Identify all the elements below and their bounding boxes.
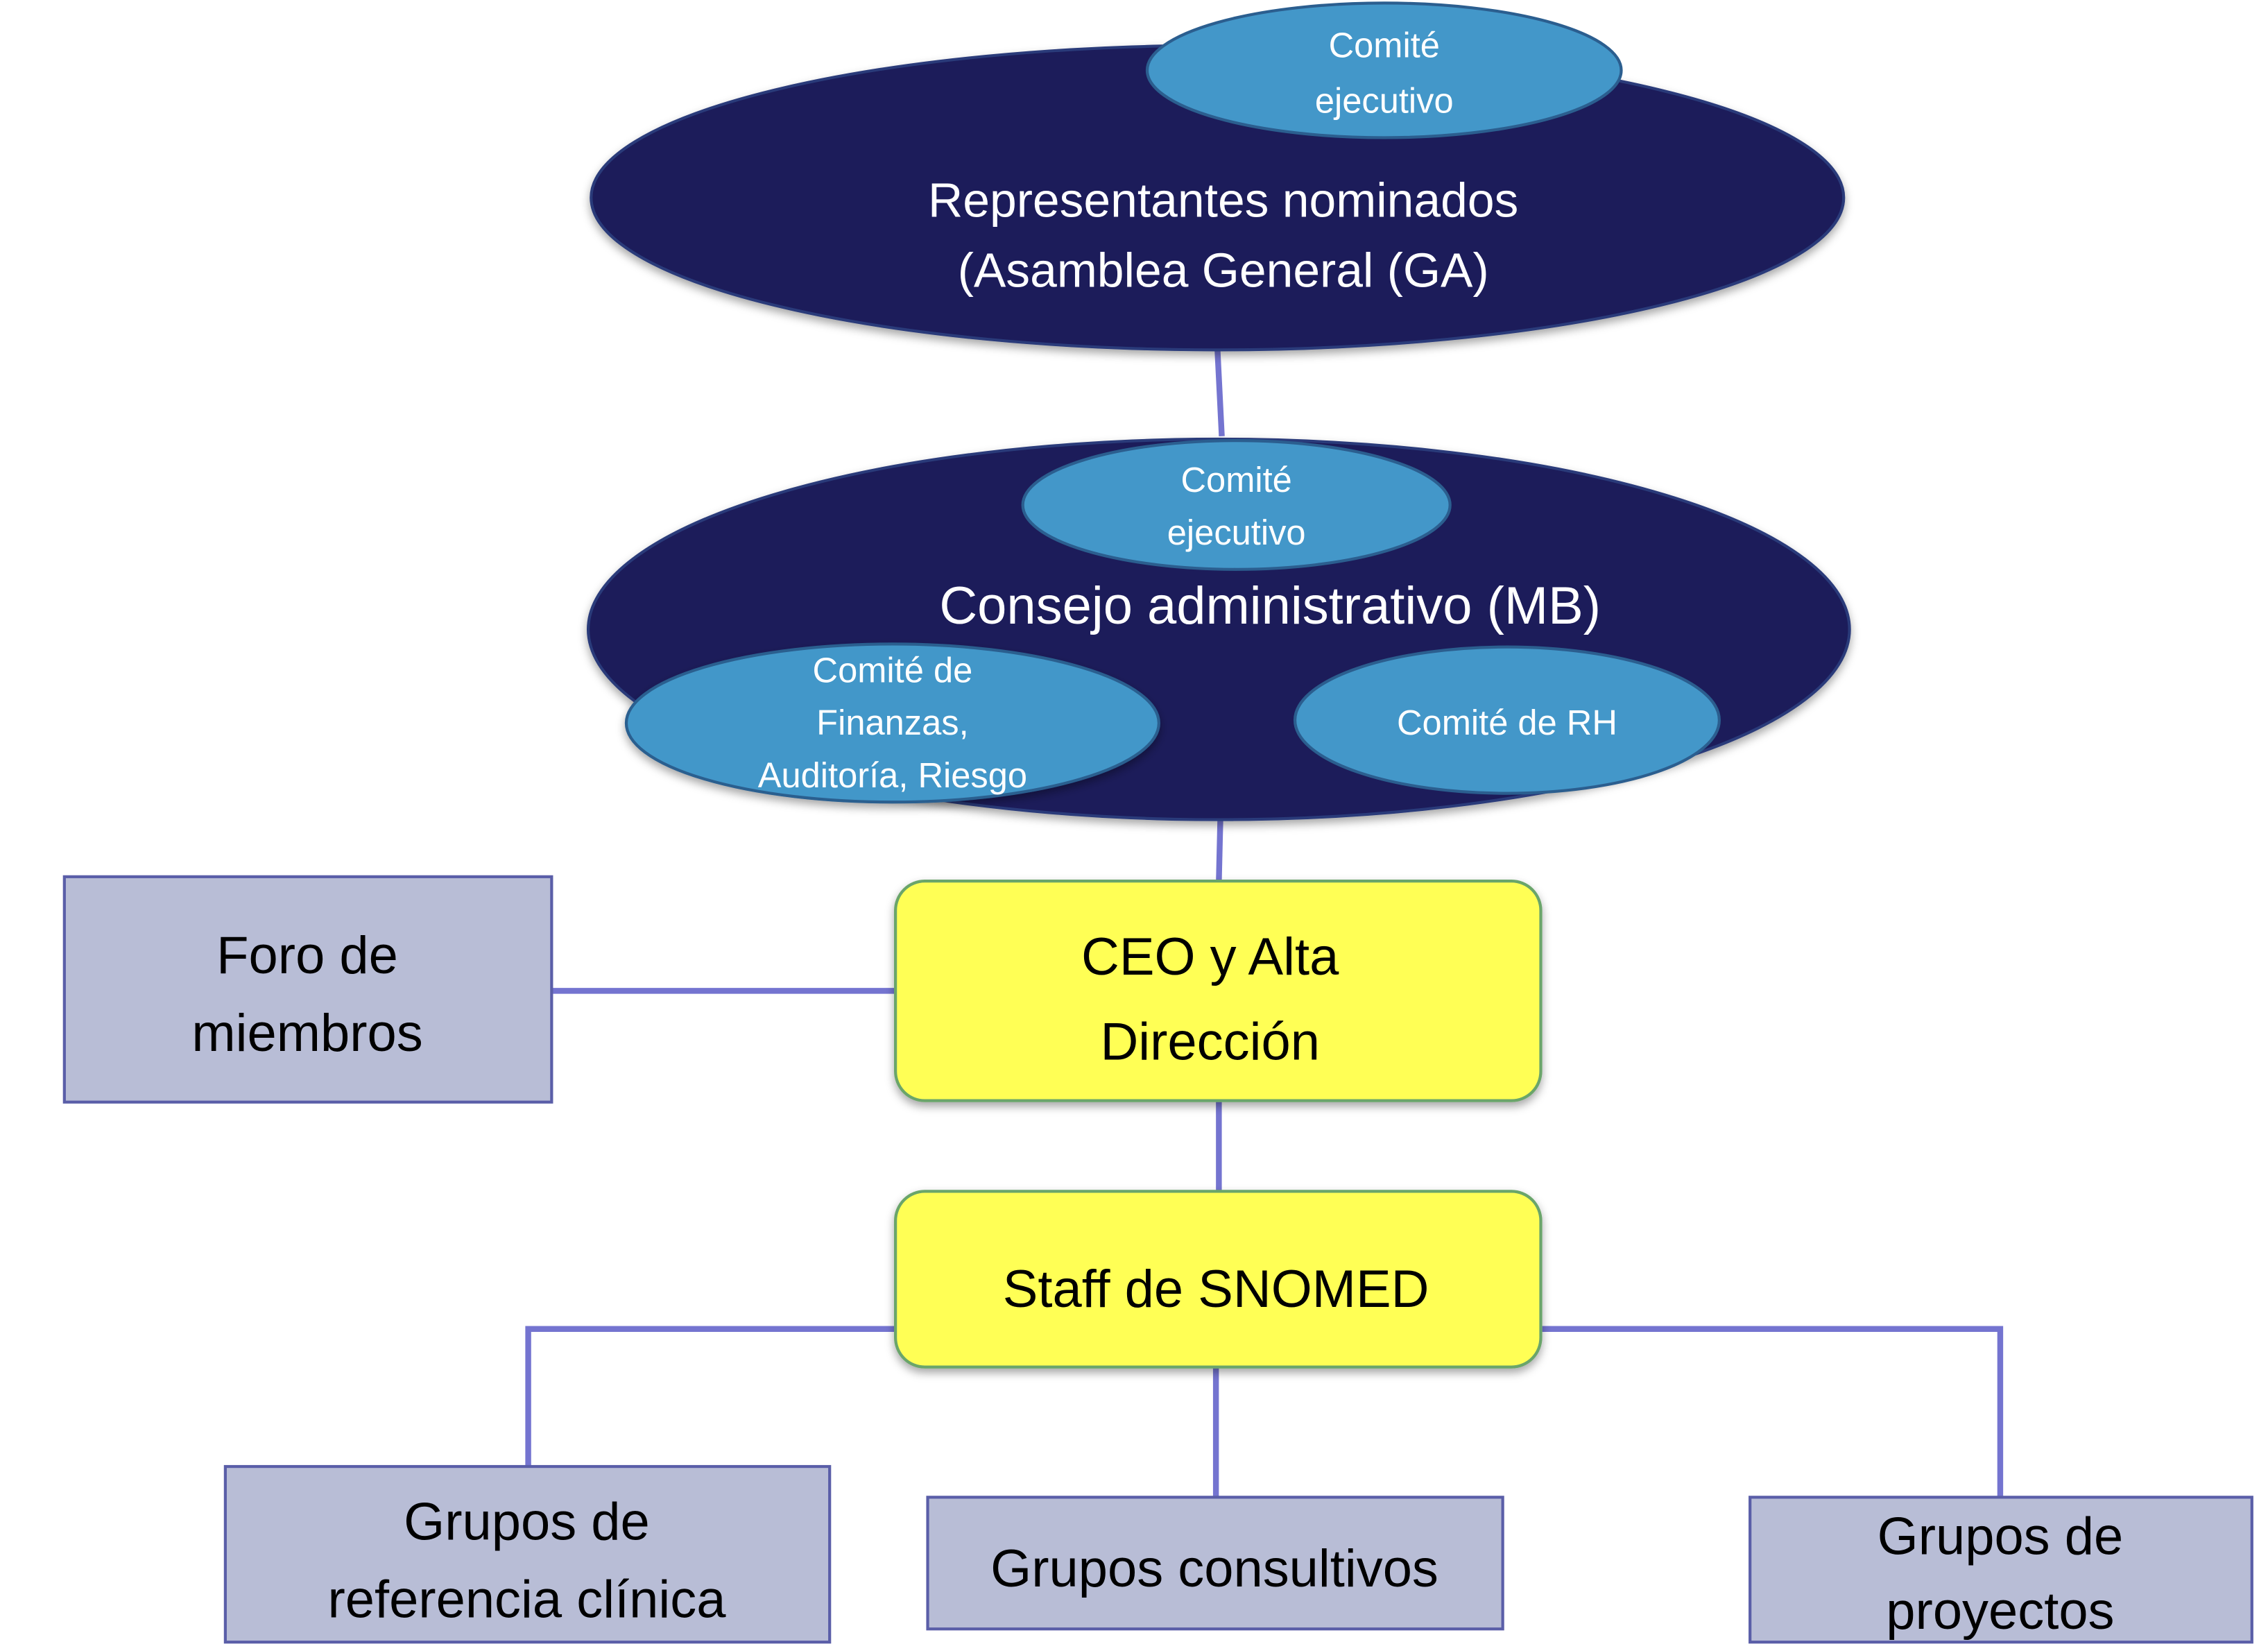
management-board-title: Consejo administrativo (MB) [939, 576, 1601, 635]
ga-exec-committee-line2: ejecutivo [1315, 81, 1454, 121]
finance-committee-node[interactable]: Comité de Finanzas, Auditoría, Riesgo [624, 642, 1160, 804]
project-groups-line2: proyectos [1886, 1582, 2114, 1641]
ga-exec-committee-line1: Comité [1329, 25, 1440, 65]
advisory-groups-label: Grupos consultivos [990, 1539, 1438, 1598]
mb-exec-committee-line2: ejecutivo [1167, 513, 1306, 552]
hr-committee-label: Comité de RH [1397, 703, 1617, 742]
finance-committee-line3: Auditoría, Riesgo [758, 755, 1027, 795]
project-groups-node[interactable]: Grupos de proyectos [1749, 1496, 2253, 1644]
ga-executive-committee-node[interactable]: Comité ejecutivo [1145, 1, 1623, 139]
ceo-node[interactable]: CEO y Alta Dirección [894, 880, 1543, 1102]
finance-committee-line1: Comité de [813, 650, 973, 690]
members-forum-line1: Foro de [216, 926, 398, 985]
connector-staff-projects [1542, 1326, 2004, 1498]
connector-staff-clinical [525, 1326, 896, 1467]
advisory-groups-node[interactable]: Grupos consultivos [926, 1496, 1504, 1631]
staff-node[interactable]: Staff de SNOMED [894, 1190, 1543, 1369]
staff-label: Staff de SNOMED [1003, 1260, 1429, 1319]
connector-mb-ceo [1216, 819, 1223, 882]
finance-committee-line2: Finanzas, [816, 703, 968, 742]
clinical-groups-line1: Grupos de [404, 1493, 650, 1552]
ceo-line2: Dirección [1100, 1013, 1320, 1072]
general-assembly-title-line2: (Asamblea General (GA) [958, 243, 1489, 298]
general-assembly-title-line1: Representantes nominados [928, 173, 1518, 227]
mb-executive-committee-node[interactable]: Comité ejecutivo [1021, 439, 1452, 571]
connectors [525, 348, 2004, 1498]
clinical-groups-line2: referencia clínica [327, 1570, 726, 1629]
clinical-groups-node[interactable]: Grupos de referencia clínica [223, 1464, 832, 1644]
project-groups-line1: Grupos de [1878, 1507, 2124, 1566]
mb-exec-committee-line1: Comité [1180, 460, 1291, 499]
members-forum-node[interactable]: Foro de miembros [62, 875, 553, 1104]
hr-committee-node[interactable]: Comité de RH [1293, 645, 1721, 795]
ceo-line1: CEO y Alta [1081, 927, 1339, 986]
connector-ga-mb [1214, 348, 1225, 437]
members-forum-line2: miembros [191, 1004, 422, 1063]
